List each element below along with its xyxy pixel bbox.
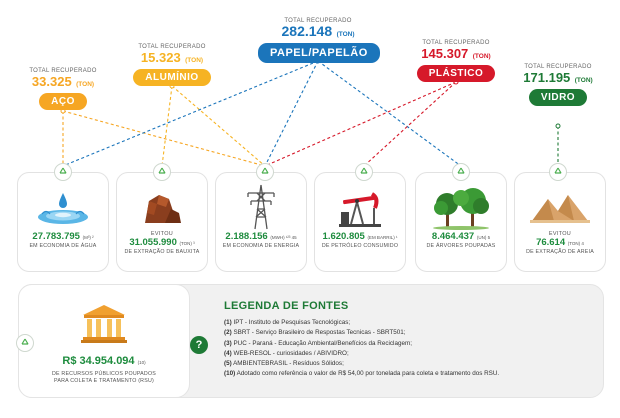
card-energy-unit: (MWH) ¹²³ 45 bbox=[270, 235, 297, 240]
card-sand-desc: DE EXTRAÇÃO DE AREIA bbox=[526, 249, 594, 255]
legend-item: (5) AMBIENTEBRASIL - Resíduos Sólidos; bbox=[224, 360, 344, 368]
card-water-desc: EM ECONOMIA DE ÁGUA bbox=[29, 243, 97, 249]
card-trees-value: 8.464.437 bbox=[431, 231, 475, 242]
material-vidro: TOTAL RECUPERADO 171.195 (TON) VIDRO bbox=[512, 64, 604, 106]
bauxite-rock-icon bbox=[117, 185, 207, 229]
card-water-unit: (M³) ² bbox=[82, 235, 94, 240]
recycle-icon bbox=[16, 334, 34, 352]
card-energy-value: 2.188.156 bbox=[225, 231, 268, 242]
question-mark-icon: ? bbox=[190, 336, 208, 354]
trees-icon bbox=[416, 185, 506, 230]
papel-caption: TOTAL RECUPERADO bbox=[284, 18, 352, 24]
card-bauxite-desc: DE EXTRAÇÃO DE BAUXITA bbox=[124, 249, 200, 255]
aco-caption: TOTAL RECUPERADO bbox=[29, 68, 97, 74]
card-oil-desc: DE PETRÓLEO CONSUMIDO bbox=[321, 243, 399, 249]
card-bauxite-unit: (TON) ³ bbox=[179, 241, 195, 246]
aco-unit: (TON) bbox=[76, 81, 95, 88]
card-water-value: 27.783.795 bbox=[32, 231, 80, 242]
card-oil-unit: (EM BARRIL) ¹ bbox=[367, 235, 398, 240]
recycle-icon bbox=[153, 163, 171, 181]
vidro-unit: (TON) bbox=[574, 77, 593, 84]
bank-building-icon bbox=[19, 303, 189, 347]
card-bauxite: EVITOU 31.055.990 (TON) ³ DE EXTRAÇÃO DE… bbox=[116, 172, 208, 272]
card-energy: 2.188.156 (MWH) ¹²³ 45 EM ECONOMIA DE EN… bbox=[215, 172, 307, 272]
legend-item: (10) Adotado como referência o valor de … bbox=[224, 370, 500, 378]
card-oil-value: 1.620.805 bbox=[322, 231, 365, 242]
material-plastico: TOTAL RECUPERADO 145.307 (TON) PLÁSTICO bbox=[410, 40, 502, 82]
sources-legend: LEGENDA DE FONTES (1) IPT - Instituto de… bbox=[224, 300, 594, 382]
card-trees-desc: DE ÁRVORES POUPADAS bbox=[426, 243, 496, 249]
recycle-icon bbox=[54, 163, 72, 181]
card-energy-desc: EM ECONOMIA DE ENERGIA bbox=[222, 243, 300, 249]
card-public-resources: R$ 34.954.094 (10) DE RECURSOS PÚBLICOS … bbox=[18, 284, 190, 398]
aco-label: AÇO bbox=[39, 92, 87, 110]
plastico-unit: (TON) bbox=[472, 53, 491, 60]
legend-title: LEGENDA DE FONTES bbox=[224, 300, 349, 312]
aluminio-label: ALUMÍNIO bbox=[133, 68, 211, 86]
card-sand-value: 76.614 bbox=[536, 237, 566, 248]
public-desc-1: DE RECURSOS PÚBLICOS POUPADOS bbox=[51, 371, 156, 377]
vidro-caption: TOTAL RECUPERADO bbox=[524, 64, 592, 70]
legend-item: (4) WEB-RESOL - curiosidades / ABIVIDRO; bbox=[224, 349, 349, 357]
card-sand: EVITOU 76.614 (TON) 4 DE EXTRAÇÃO DE ARE… bbox=[514, 172, 606, 272]
material-aluminio: TOTAL RECUPERADO 15.323 (TON) ALUMÍNIO bbox=[127, 44, 217, 86]
plastico-label: PLÁSTICO bbox=[416, 64, 496, 82]
water-drop-icon bbox=[18, 185, 108, 229]
card-sand-pre: EVITOU bbox=[548, 231, 572, 237]
legend-item: (2) SBRT - Serviço Brasileiro de Respost… bbox=[224, 329, 406, 337]
card-trees: 8.464.437 (UN) 5 DE ÁRVORES POUPADAS bbox=[415, 172, 507, 272]
vidro-value: 171.195 bbox=[523, 70, 571, 85]
card-trees-unit: (UN) 5 bbox=[476, 235, 491, 240]
oil-pump-icon bbox=[315, 185, 405, 229]
papel-label: PAPEL/PAPELÃO bbox=[258, 42, 380, 63]
legend-item: (1) IPT - Instituto de Pesquisas Tecnoló… bbox=[224, 319, 351, 326]
recycle-icon bbox=[355, 163, 373, 181]
card-bauxite-pre: EVITOU bbox=[150, 231, 174, 237]
power-tower-icon bbox=[216, 184, 306, 230]
sand-dunes-icon bbox=[515, 185, 605, 229]
recycle-icon bbox=[452, 163, 470, 181]
public-desc-2: PARA COLETA E TRATAMENTO (RSU) bbox=[54, 377, 154, 384]
aco-value: 33.325 bbox=[31, 74, 72, 89]
recycle-icon bbox=[549, 163, 567, 181]
public-value: R$ 34.954.094 bbox=[62, 355, 135, 367]
recycle-icon bbox=[256, 163, 274, 181]
material-aco: TOTAL RECUPERADO 33.325 (TON) AÇO bbox=[18, 68, 108, 110]
papel-unit: (TON) bbox=[336, 31, 355, 38]
vidro-label: VIDRO bbox=[528, 88, 588, 106]
aluminio-unit: (TON) bbox=[185, 57, 204, 64]
legend-item: (3) PUC - Paraná - Educação Ambiental/Be… bbox=[224, 339, 412, 347]
material-papel: TOTAL RECUPERADO 282.148 (TON) PAPEL/PAP… bbox=[258, 18, 380, 63]
public-unit: (10) bbox=[137, 360, 146, 365]
card-water: 27.783.795 (M³) ² EM ECONOMIA DE ÁGUA bbox=[17, 172, 109, 272]
card-sand-unit: (TON) 4 bbox=[567, 241, 584, 246]
card-bauxite-value: 31.055.990 bbox=[129, 237, 177, 248]
plastico-value: 145.307 bbox=[421, 46, 469, 61]
aluminio-value: 15.323 bbox=[140, 50, 181, 65]
plastico-caption: TOTAL RECUPERADO bbox=[422, 40, 490, 46]
papel-value: 282.148 bbox=[281, 23, 333, 39]
card-oil: 1.620.805 (EM BARRIL) ¹ DE PETRÓLEO CONS… bbox=[314, 172, 406, 272]
aluminio-caption: TOTAL RECUPERADO bbox=[138, 44, 206, 50]
